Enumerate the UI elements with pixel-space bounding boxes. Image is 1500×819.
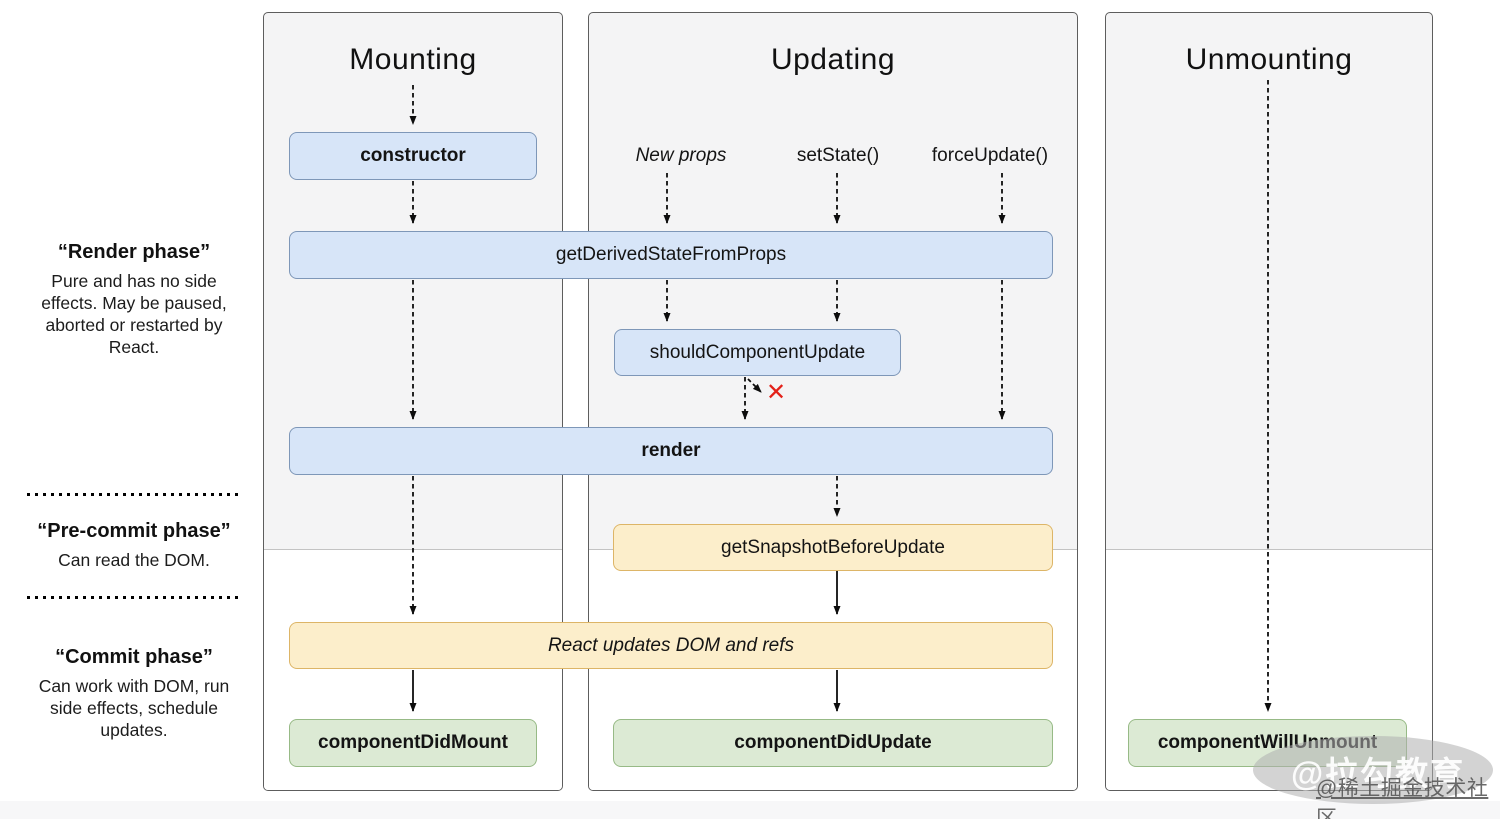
unmounting-column: Unmounting	[1105, 12, 1433, 791]
pre-commit-phase-title: “Pre-commit phase”	[37, 520, 231, 542]
pre-commit-phase-desc: Can read the DOM.	[58, 550, 210, 570]
render-box: render	[289, 427, 1053, 475]
commit-phase-label: “Commit phase” Can work with DOM, run si…	[23, 646, 245, 741]
getsnapshotbeforeupdate-box: getSnapshotBeforeUpdate	[613, 524, 1053, 571]
watermark-blob	[1253, 736, 1493, 804]
componentdidupdate-box: componentDidUpdate	[613, 719, 1053, 767]
cancel-x-icon: ✕	[766, 379, 787, 406]
render-phase-title: “Render phase”	[57, 241, 211, 263]
render-phase-desc: Pure and has no side effects. May be pau…	[41, 271, 227, 357]
constructor-box: constructor	[289, 132, 537, 180]
getderivedstatefromprops-box: getDerivedStateFromProps	[289, 231, 1053, 279]
watermark-lagou: @拉勾教育	[1291, 755, 1466, 792]
forceupdate-label: forceUpdate()	[931, 145, 1049, 166]
dotted-divider-bottom	[27, 596, 240, 599]
updating-column-title: Updating	[770, 43, 896, 76]
pre-commit-phase-label: “Pre-commit phase” Can read the DOM.	[23, 520, 245, 571]
commit-phase-title: “Commit phase”	[55, 646, 213, 668]
componentdidmount-box: componentDidMount	[289, 719, 537, 767]
watermark-juejin: @稀土掘金技术社区	[1316, 777, 1489, 819]
bottom-strip	[0, 801, 1500, 819]
arrow-scu-cancel-branch	[747, 378, 762, 393]
dotted-divider-top	[27, 493, 240, 496]
shouldcomponentupdate-box: shouldComponentUpdate	[614, 329, 901, 376]
new-props-label: New props	[635, 145, 727, 166]
mounting-column-title: Mounting	[349, 43, 477, 76]
unmounting-column-title: Unmounting	[1185, 43, 1353, 76]
setstate-label: setState()	[796, 145, 880, 166]
render-phase-label: “Render phase” Pure and has no side effe…	[23, 241, 245, 358]
react-updates-dom-box: React updates DOM and refs	[289, 622, 1053, 669]
commit-phase-desc: Can work with DOM, run side effects, sch…	[38, 676, 230, 740]
